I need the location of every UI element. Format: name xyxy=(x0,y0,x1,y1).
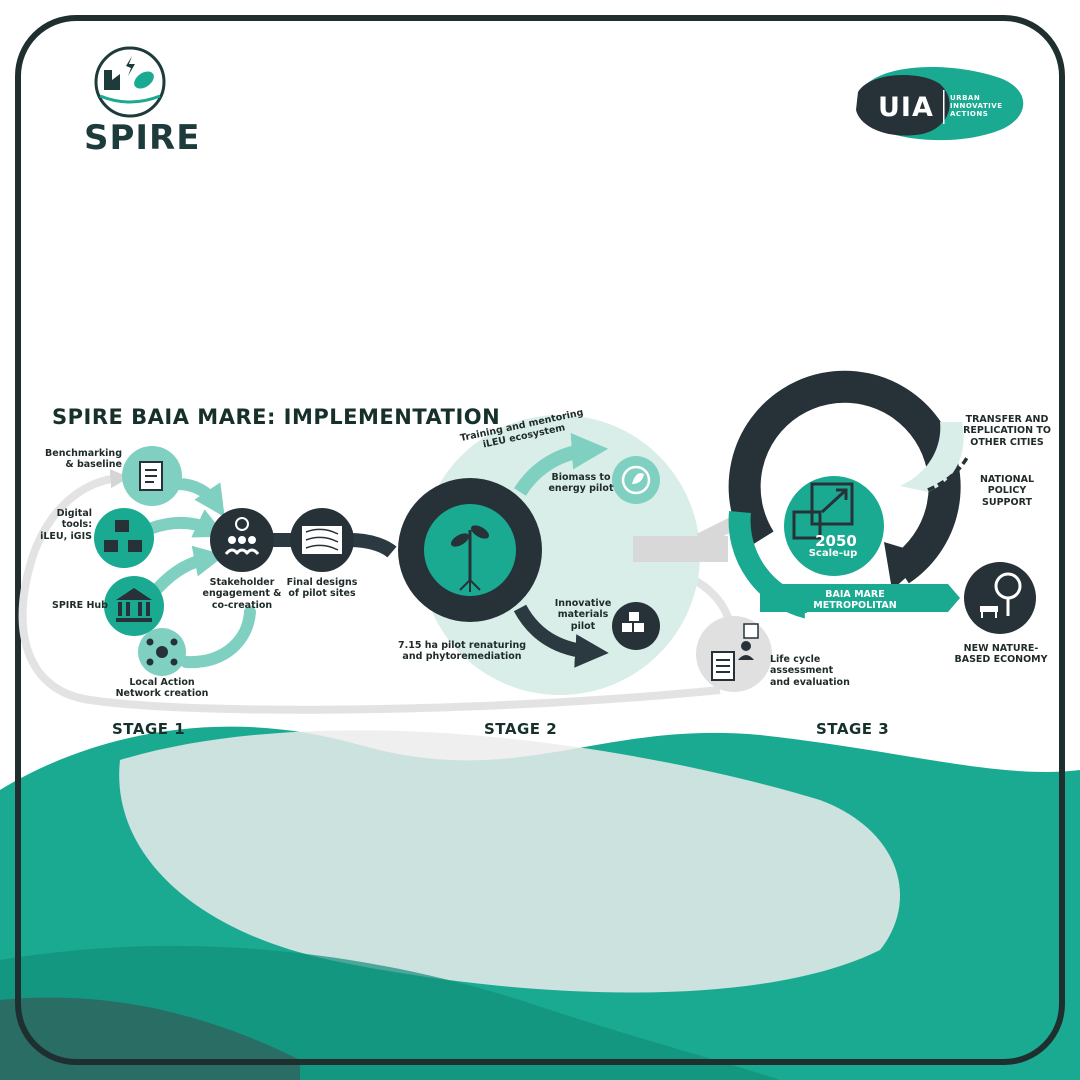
scale-year: 2050 xyxy=(815,532,857,550)
stage-2-label: STAGE 2 xyxy=(484,720,558,738)
stakeholder-label: Stakeholder engagement & co-creation xyxy=(202,577,282,611)
diagram-title: SPIRE BAIA MARE: IMPLEMENTATION xyxy=(52,405,501,429)
spire-hub-node xyxy=(104,576,164,636)
stage-1-label: STAGE 1 xyxy=(112,720,186,738)
transfer-label: TRANSFER AND REPLICATION TO OTHER CITIES xyxy=(963,414,1051,448)
stakeholder-node xyxy=(210,508,274,572)
national-policy-label: NATIONAL POLICY SUPPORT xyxy=(979,474,1034,508)
local-action-label: Local Action Network creation xyxy=(115,677,209,700)
uia-wordmark: UIA xyxy=(878,92,934,123)
digital-tools-label: Digital tools: iLEU, iGIS xyxy=(40,508,92,542)
spire-wordmark: SPIRE xyxy=(84,118,201,158)
nature-economy-label: NEW NATURE-BASED ECONOMY xyxy=(954,643,1048,666)
innovative-materials-label: Innovative materials pilot xyxy=(554,598,612,632)
materials-arrow xyxy=(513,604,609,668)
biomass-label: Biomass to energy pilot xyxy=(548,472,614,495)
final-designs-label: Final designs of pilot sites xyxy=(286,577,358,600)
life-cycle-label: Life cycle assessment and evaluation xyxy=(770,654,850,688)
scale-up-label: Scale-up xyxy=(808,548,858,559)
pilot-renaturing-node xyxy=(398,478,542,622)
pilot-renaturing-label: 7.15 ha pilot renaturing and phytoremedi… xyxy=(397,640,527,663)
masterplan-label: BAIA MARE METROPOLITAN MASTERPLAN 2050 xyxy=(804,589,906,623)
scale-up-node xyxy=(728,370,961,619)
frame-border xyxy=(15,15,1065,1065)
nature-economy-node xyxy=(964,562,1036,634)
uia-subtitle: URBAN INNOVATIVE ACTIONS xyxy=(950,94,1003,119)
life-cycle-node xyxy=(696,616,772,692)
spire-logo xyxy=(94,46,166,118)
final-designs-node xyxy=(290,508,354,572)
benchmarking-label: Benchmarking & baseline xyxy=(45,448,122,471)
uia-logo xyxy=(856,67,1024,141)
masterplan-band xyxy=(760,584,960,612)
spire-hub-label: SPIRE Hub xyxy=(52,600,108,611)
stage1-arrows xyxy=(146,478,256,669)
background-waves xyxy=(0,726,1080,1080)
biomass-arrow xyxy=(514,433,609,496)
materials-node xyxy=(612,602,660,650)
benchmarking-node xyxy=(122,446,182,506)
transfer-arrow xyxy=(900,422,970,492)
stage-3-label: STAGE 3 xyxy=(816,720,890,738)
local-action-node xyxy=(138,628,186,676)
biomass-node xyxy=(612,456,660,504)
digital-tools-node xyxy=(94,508,154,568)
